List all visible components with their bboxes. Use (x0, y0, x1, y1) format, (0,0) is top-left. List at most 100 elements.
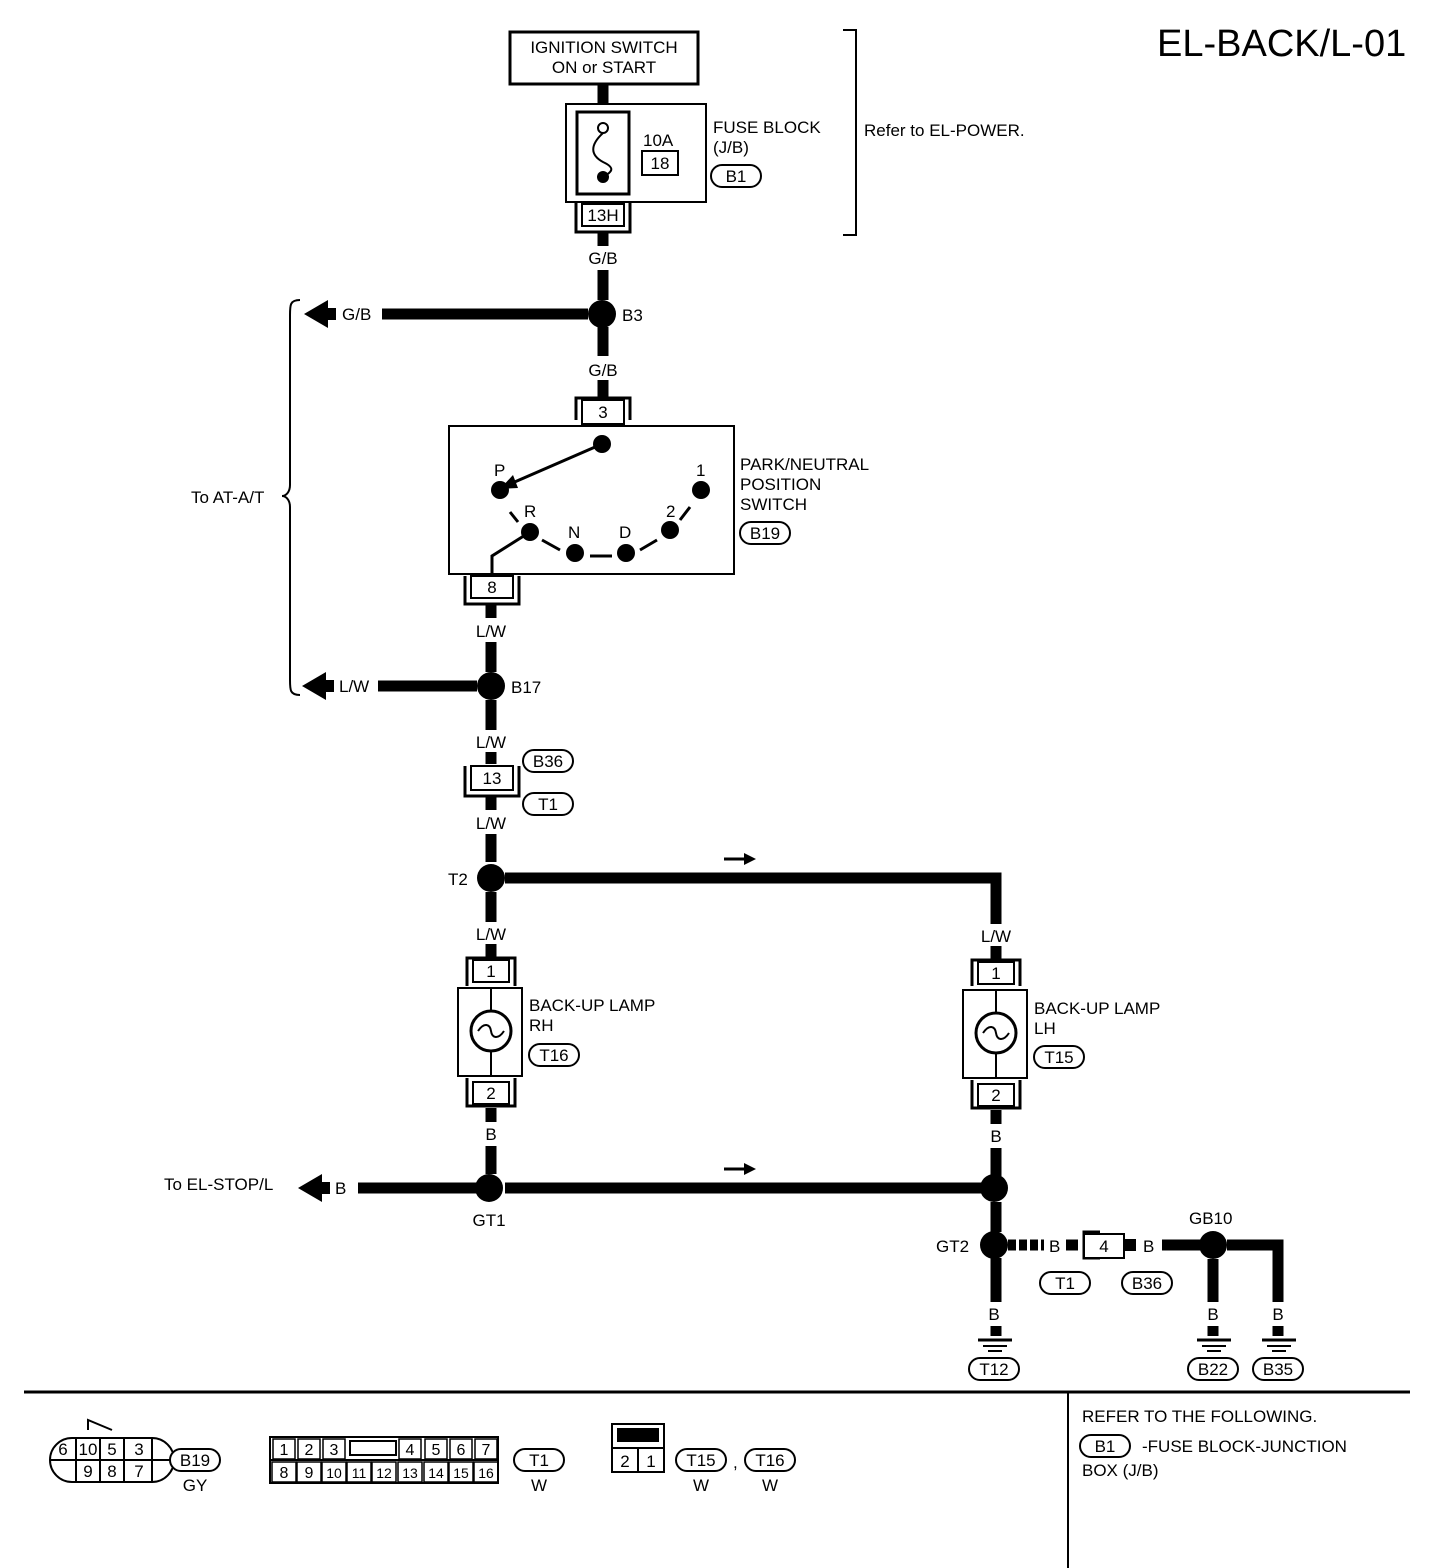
fuse-block-label-2: (J/B) (713, 138, 749, 157)
refer-list: REFER TO THE FOLLOWING. B1 -FUSE BLOCK-J… (1079, 1407, 1347, 1480)
flow-arrow-icon (724, 853, 756, 865)
refer-bracket: Refer to EL-POWER. (843, 29, 1025, 236)
lamp-rh-label-2: RH (529, 1016, 554, 1035)
t1-connector-id: T1 (529, 1451, 549, 1470)
pn-switch-label-3: SWITCH (740, 495, 807, 514)
t1-pin-16: 16 (478, 1465, 494, 1481)
fuse-block-connector-id: B1 (726, 167, 747, 186)
t1-pin-15: 15 (453, 1465, 469, 1481)
wire-color-lw-2: L/W (476, 733, 506, 752)
branch-arrow-lw-icon (302, 672, 326, 700)
junction-b17: B17 (477, 672, 541, 700)
t16-connector-id: T16 (755, 1451, 784, 1470)
t1-pin-cell (271, 1461, 297, 1483)
b19-pin-8: 8 (107, 1462, 116, 1481)
bulb-icon (974, 1011, 1018, 1055)
connector-face-t15-t16: 2 1 T15 W , T16 W (611, 1423, 796, 1495)
wire-color-lw-branch: L/W (339, 677, 369, 696)
junction-gt1-label: GT1 (472, 1211, 505, 1230)
lamp-rh-label-1: BACK-UP LAMP (529, 996, 655, 1015)
lamp-lh-pin-1: 1 (991, 964, 1000, 983)
at-link-label: To AT-A/T (191, 488, 264, 507)
refer-note: Refer to EL-POWER. (864, 121, 1025, 140)
junction-gb10: GB10 (1189, 1209, 1232, 1259)
wire-color-b-ground-b22: B (1207, 1305, 1218, 1324)
fuse-number: 18 (651, 154, 670, 173)
t15-connector-id: T15 (686, 1451, 715, 1470)
wire-color-gb-1: G/B (588, 249, 617, 268)
pn-pos-2: 2 (666, 502, 675, 521)
pn-terminal-8: 8 (487, 578, 496, 597)
t1-pin-5: 5 (432, 1442, 441, 1459)
inline-connector-13: 13 B36 T1 (463, 749, 574, 816)
backup-lamp-lh: 1 2 BACK-UP LAMP LH T15 (962, 958, 1160, 1110)
wire-color-gb-branch: G/B (342, 305, 371, 324)
t1-pin-cell (423, 1461, 449, 1483)
t1-pin-cell (397, 1461, 423, 1483)
t1-pin-cell (322, 1438, 346, 1460)
refer-line-1: -FUSE BLOCK-JUNCTION (1142, 1437, 1347, 1456)
ground-icon (1197, 1338, 1231, 1352)
junction-gt2: GT2 (936, 1231, 1008, 1259)
b19-connector-id: B19 (180, 1451, 210, 1470)
at-link-brace: To AT-A/T (191, 299, 301, 696)
t1-pin-cell (449, 1438, 473, 1460)
t1-pin-2: 2 (305, 1442, 314, 1459)
t1-pin-6: 6 (457, 1442, 466, 1459)
t1-pin-9: 9 (305, 1465, 314, 1482)
junction-t2-label: T2 (448, 870, 468, 889)
lamp-lh-label-1: BACK-UP LAMP (1034, 999, 1160, 1018)
pn-pos-1: 1 (696, 461, 705, 480)
t15-pin-2: 2 (620, 1452, 629, 1471)
ignition-switch-label-2: ON or START (552, 58, 656, 77)
t1-pin-7: 7 (482, 1442, 491, 1459)
wire-color-b-lh: B (990, 1127, 1001, 1146)
junction-b3-label: B3 (622, 306, 643, 325)
backup-lamp-rh: 1 2 BACK-UP LAMP RH T16 (457, 956, 655, 1108)
wire-color-lw-rh: L/W (476, 925, 506, 944)
lamp-lh-connector-id: T15 (1044, 1048, 1073, 1067)
b19-pin-3: 3 (134, 1440, 143, 1459)
connector-face-b19: 6 10 5 3 9 8 7 B19 GY (49, 1418, 221, 1495)
t1-pin-14: 14 (428, 1465, 444, 1481)
refer-heading: REFER TO THE FOLLOWING. (1082, 1407, 1317, 1426)
t1-pin-cell (296, 1461, 322, 1483)
pn-switch-label-1: PARK/NEUTRAL (740, 455, 869, 474)
wire-color-b-gt2-b: B (1143, 1237, 1154, 1256)
ground-conn-b36: B36 (1132, 1274, 1162, 1293)
ground-terminal-4: 4 (1099, 1237, 1108, 1256)
connector-face-t1 (269, 1436, 499, 1484)
inline-terminal-13: 13 (483, 769, 502, 788)
t1-pin-1: 1 (280, 1442, 289, 1459)
t1-pin-cell (424, 1438, 448, 1460)
branch-arrow-icon (304, 300, 328, 328)
ignition-switch-label-1: IGNITION SWITCH (530, 38, 677, 57)
ground-conn-t1: T1 (1055, 1274, 1075, 1293)
t1-pin-8: 8 (280, 1465, 289, 1482)
wire-color-lw-1: L/W (476, 622, 506, 641)
wire-color-b-ground-t12: B (988, 1305, 999, 1324)
fuse-block-label-1: FUSE BLOCK (713, 118, 821, 137)
t16-connector-color: W (762, 1476, 778, 1495)
t1-pin-cell (346, 1461, 372, 1483)
junction-t2: T2 (448, 864, 505, 892)
b19-pin-10: 10 (79, 1440, 98, 1459)
branch-arrow-b-icon (298, 1174, 322, 1202)
wire-color-lw-3: L/W (476, 814, 506, 833)
junction-b3: B3 (588, 300, 643, 328)
t1-pin-cell (371, 1461, 397, 1483)
b19-pin-7: 7 (134, 1462, 143, 1481)
refer-line-2: BOX (J/B) (1082, 1461, 1159, 1480)
wire-color-b-branch: B (335, 1179, 346, 1198)
refer-conn-b1: B1 (1095, 1437, 1116, 1456)
lamp-rh-pin-2: 2 (486, 1084, 495, 1103)
wire-color-b-ground-b35: B (1272, 1305, 1283, 1324)
diagram-title: EL-BACK/L-01 (1157, 23, 1406, 65)
pn-terminal-3: 3 (598, 403, 607, 422)
ground-id-b35: B35 (1263, 1360, 1293, 1379)
fuse-icon (592, 122, 613, 183)
b19-pin-9: 9 (83, 1462, 92, 1481)
pn-pos-n: N (568, 523, 580, 542)
t1-pin-10: 10 (326, 1465, 342, 1481)
